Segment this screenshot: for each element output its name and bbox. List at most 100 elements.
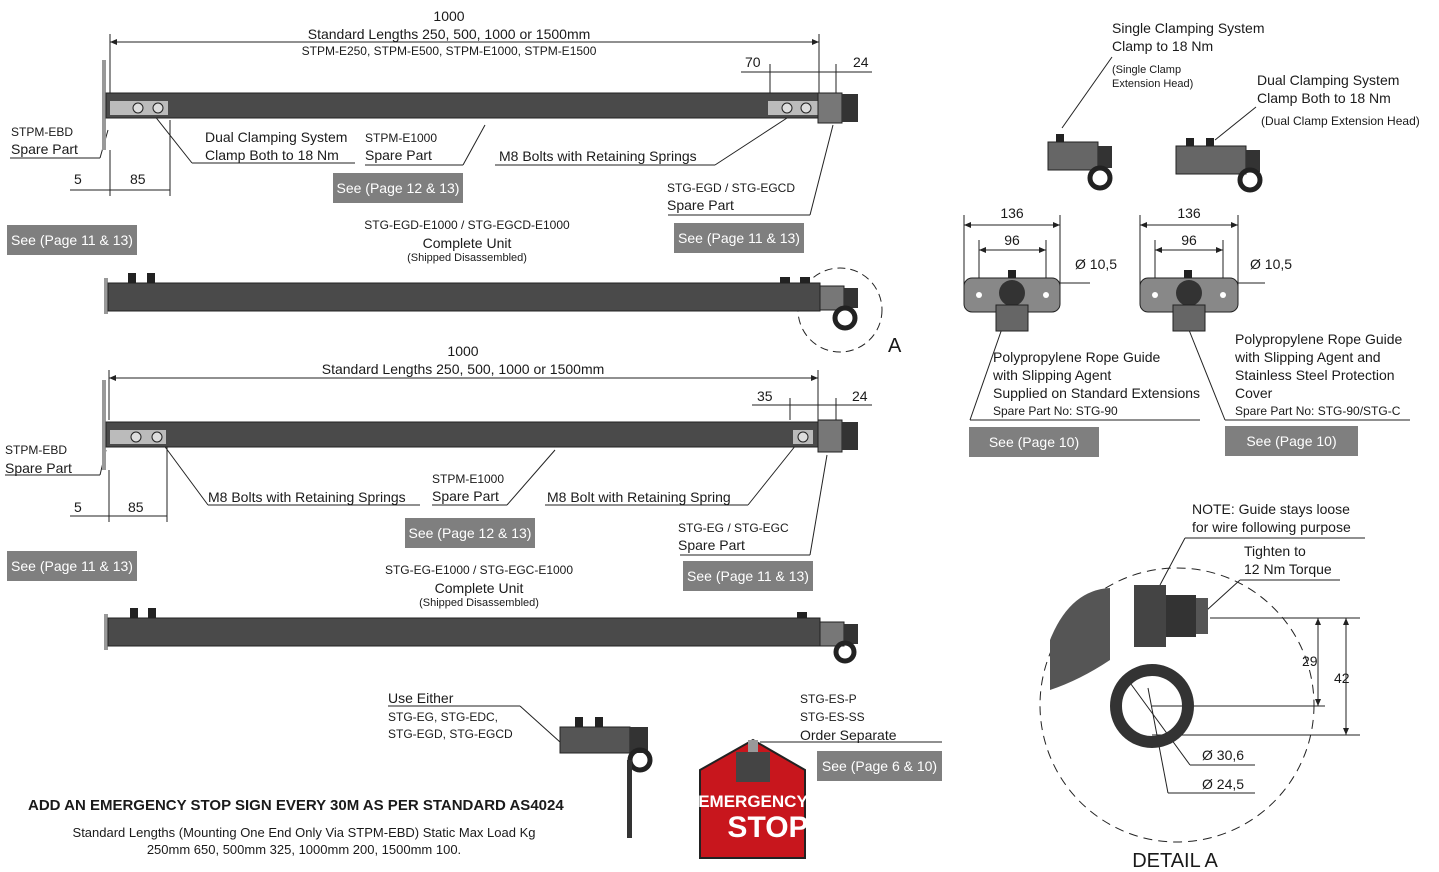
top-unit-code: STG-EGD-E1000 / STG-EGCD-E1000 (364, 218, 570, 232)
guide2-hole-dia: Ø 10,5 (1250, 256, 1293, 272)
guide2-spare-part: Spare Part No: STG-90/STG-C (1235, 404, 1401, 418)
detail-a-assembly (1050, 585, 1208, 748)
top-unit-complete: Complete Unit (422, 235, 512, 251)
mid-see-page-11-13-right-button[interactable]: See (Page 11 & 13) (683, 561, 813, 591)
guide1-line-3: Supplied on Standard Extensions (993, 385, 1201, 401)
guide2-line-2: with Slipping Agent and (1235, 349, 1381, 365)
guide1-dim-136: 136 (1000, 205, 1024, 221)
sign-order-separate: Order Separate (800, 727, 897, 743)
top-m8-label: M8 Bolts with Retaining Springs (499, 148, 697, 164)
top-egd-spare: Spare Part (667, 197, 734, 213)
top-dim-24: 24 (853, 54, 869, 70)
top-unit-shipped: (Shipped Disassembled) (407, 252, 527, 264)
emergency-stop-sign (699, 738, 806, 859)
top-e1000-code: STPM-E1000 (365, 131, 438, 145)
tighten-label-1: Tighten to (1244, 543, 1306, 559)
top-standard-lengths: Standard Lengths 250, 500, 1000 or 1500m… (307, 26, 591, 42)
mid-dim-24: 24 (852, 388, 868, 404)
top-see-page-11-13-right-button[interactable]: See (Page 11 & 13) (674, 223, 804, 253)
extension-head-illustration (559, 717, 653, 838)
top-dual-clamp-2: Clamp Both to 18 Nm (205, 147, 339, 163)
use-either-codes-1: STG-EG, STG-EDC, (388, 710, 499, 724)
rope-guide-1 (963, 270, 1061, 332)
guide1-spare-part: Spare Part No: STG-90 (993, 404, 1118, 418)
top-extension-bar (102, 60, 858, 150)
sign-code-ss: STG-ES-SS (800, 710, 865, 724)
top-egd-code: STG-EGD / STG-EGCD (667, 181, 796, 195)
mid-see-page-11-13-left-button[interactable]: See (Page 11 & 13) (7, 551, 137, 581)
guide2-line-1: Polypropylene Rope Guide (1235, 331, 1403, 347)
single-clamp-title: Single Clamping System (1112, 20, 1265, 36)
mid-complete-unit (104, 608, 858, 664)
load-note-2: 250mm 650, 500mm 325, 1000mm 200, 1500mm… (146, 842, 462, 857)
guide1-line-2: with Slipping Agent (993, 367, 1112, 383)
detail-dia-30-6: Ø 30,6 (1202, 747, 1245, 763)
guide1-hole-dia: Ø 10,5 (1075, 256, 1118, 272)
mid-extension-bar (102, 380, 858, 470)
mid-standard-lengths: Standard Lengths 250, 500, 1000 or 1500m… (321, 361, 605, 377)
mid-dim-35: 35 (757, 388, 773, 404)
mid-e1000-code: STPM-E1000 (432, 472, 505, 486)
detail-note-2: for wire following purpose (1192, 519, 1351, 535)
single-clamp-sub-1: (Single Clamp (1112, 64, 1182, 76)
mid-unit-complete: Complete Unit (434, 580, 524, 596)
detail-a-marker: A (888, 335, 902, 357)
emergency-stop-headline: ADD AN EMERGENCY STOP SIGN EVERY 30M AS … (28, 797, 564, 814)
guide1-dim-96: 96 (1004, 232, 1020, 248)
mid-dim-total: 1000 (447, 343, 479, 359)
mid-unit-code: STG-EG-E1000 / STG-EGC-E1000 (384, 563, 574, 577)
top-dim-5: 5 (74, 171, 82, 187)
top-dim-70: 70 (745, 54, 761, 70)
mid-eg-spare: Spare Part (678, 537, 745, 553)
detail-dim-29: 29 (1302, 653, 1318, 669)
top-ebd-code: STPM-EBD (11, 125, 74, 139)
single-clamp-torque: Clamp to 18 Nm (1112, 38, 1214, 54)
top-dim-85: 85 (130, 171, 146, 187)
top-dim-total: 1000 (433, 8, 465, 24)
top-ebd-spare: Spare Part (11, 141, 78, 157)
single-clamp-sub-2: Extension Head) (1112, 78, 1194, 90)
mid-see-page-12-13-button[interactable]: See (Page 12 & 13) (405, 518, 535, 548)
single-clamp-head (1047, 134, 1113, 191)
sign-text-emergency: EMERGENCY (698, 792, 808, 811)
top-dual-clamp-1: Dual Clamping System (205, 129, 348, 145)
dual-clamp-title: Dual Clamping System (1257, 72, 1400, 88)
guide2-line-4: Cover (1235, 385, 1273, 401)
tighten-label-2: 12 Nm Torque (1244, 561, 1332, 577)
rope-guide-2 (1139, 270, 1239, 332)
see-page-6-10-button[interactable]: See (Page 6 & 10) (817, 751, 942, 781)
guide1-see-page-10-button[interactable]: See (Page 10) (969, 427, 1099, 457)
sign-code-p: STG-ES-P (800, 692, 857, 706)
guide2-see-page-10-button[interactable]: See (Page 10) (1225, 426, 1358, 456)
mid-m8s-label: M8 Bolts with Retaining Springs (208, 489, 406, 505)
dual-clamp-head (1175, 138, 1263, 193)
top-complete-unit (104, 273, 858, 331)
mid-unit-shipped: (Shipped Disassembled) (419, 597, 539, 609)
sign-text-stop: STOP (727, 811, 809, 844)
mid-m8-label: M8 Bolt with Retaining Spring (547, 489, 731, 505)
mid-dim-5: 5 (74, 499, 82, 515)
mid-ebd-spare: Spare Part (5, 460, 72, 476)
use-either-codes-2: STG-EGD, STG-EGCD (388, 727, 513, 741)
use-either-title: Use Either (388, 690, 454, 706)
top-see-page-11-13-left-button[interactable]: See (Page 11 & 13) (7, 225, 137, 255)
guide2-dim-96: 96 (1181, 232, 1197, 248)
dual-clamp-sub: (Dual Clamp Extension Head) (1261, 114, 1420, 128)
top-part-codes: STPM-E250, STPM-E500, STPM-E1000, STPM-E… (301, 44, 597, 58)
mid-eg-code: STG-EG / STG-EGC (678, 521, 789, 535)
guide2-dim-136: 136 (1177, 205, 1201, 221)
dual-clamp-torque: Clamp Both to 18 Nm (1257, 90, 1391, 106)
mid-ebd-code: STPM-EBD (5, 443, 68, 457)
guide1-line-1: Polypropylene Rope Guide (993, 349, 1161, 365)
detail-a-title: DETAIL A (1132, 850, 1218, 872)
top-e1000-spare: Spare Part (365, 147, 432, 163)
detail-note-1: NOTE: Guide stays loose (1192, 501, 1350, 517)
top-see-page-12-13-button[interactable]: See (Page 12 & 13) (333, 173, 463, 203)
detail-dim-42: 42 (1334, 670, 1350, 686)
mid-dim-85: 85 (128, 499, 144, 515)
detail-dia-24-5: Ø 24,5 (1202, 776, 1245, 792)
mid-e1000-spare: Spare Part (432, 488, 499, 504)
load-note-1: Standard Lengths (Mounting One End Only … (72, 825, 536, 840)
guide2-line-3: Stainless Steel Protection (1235, 367, 1395, 383)
